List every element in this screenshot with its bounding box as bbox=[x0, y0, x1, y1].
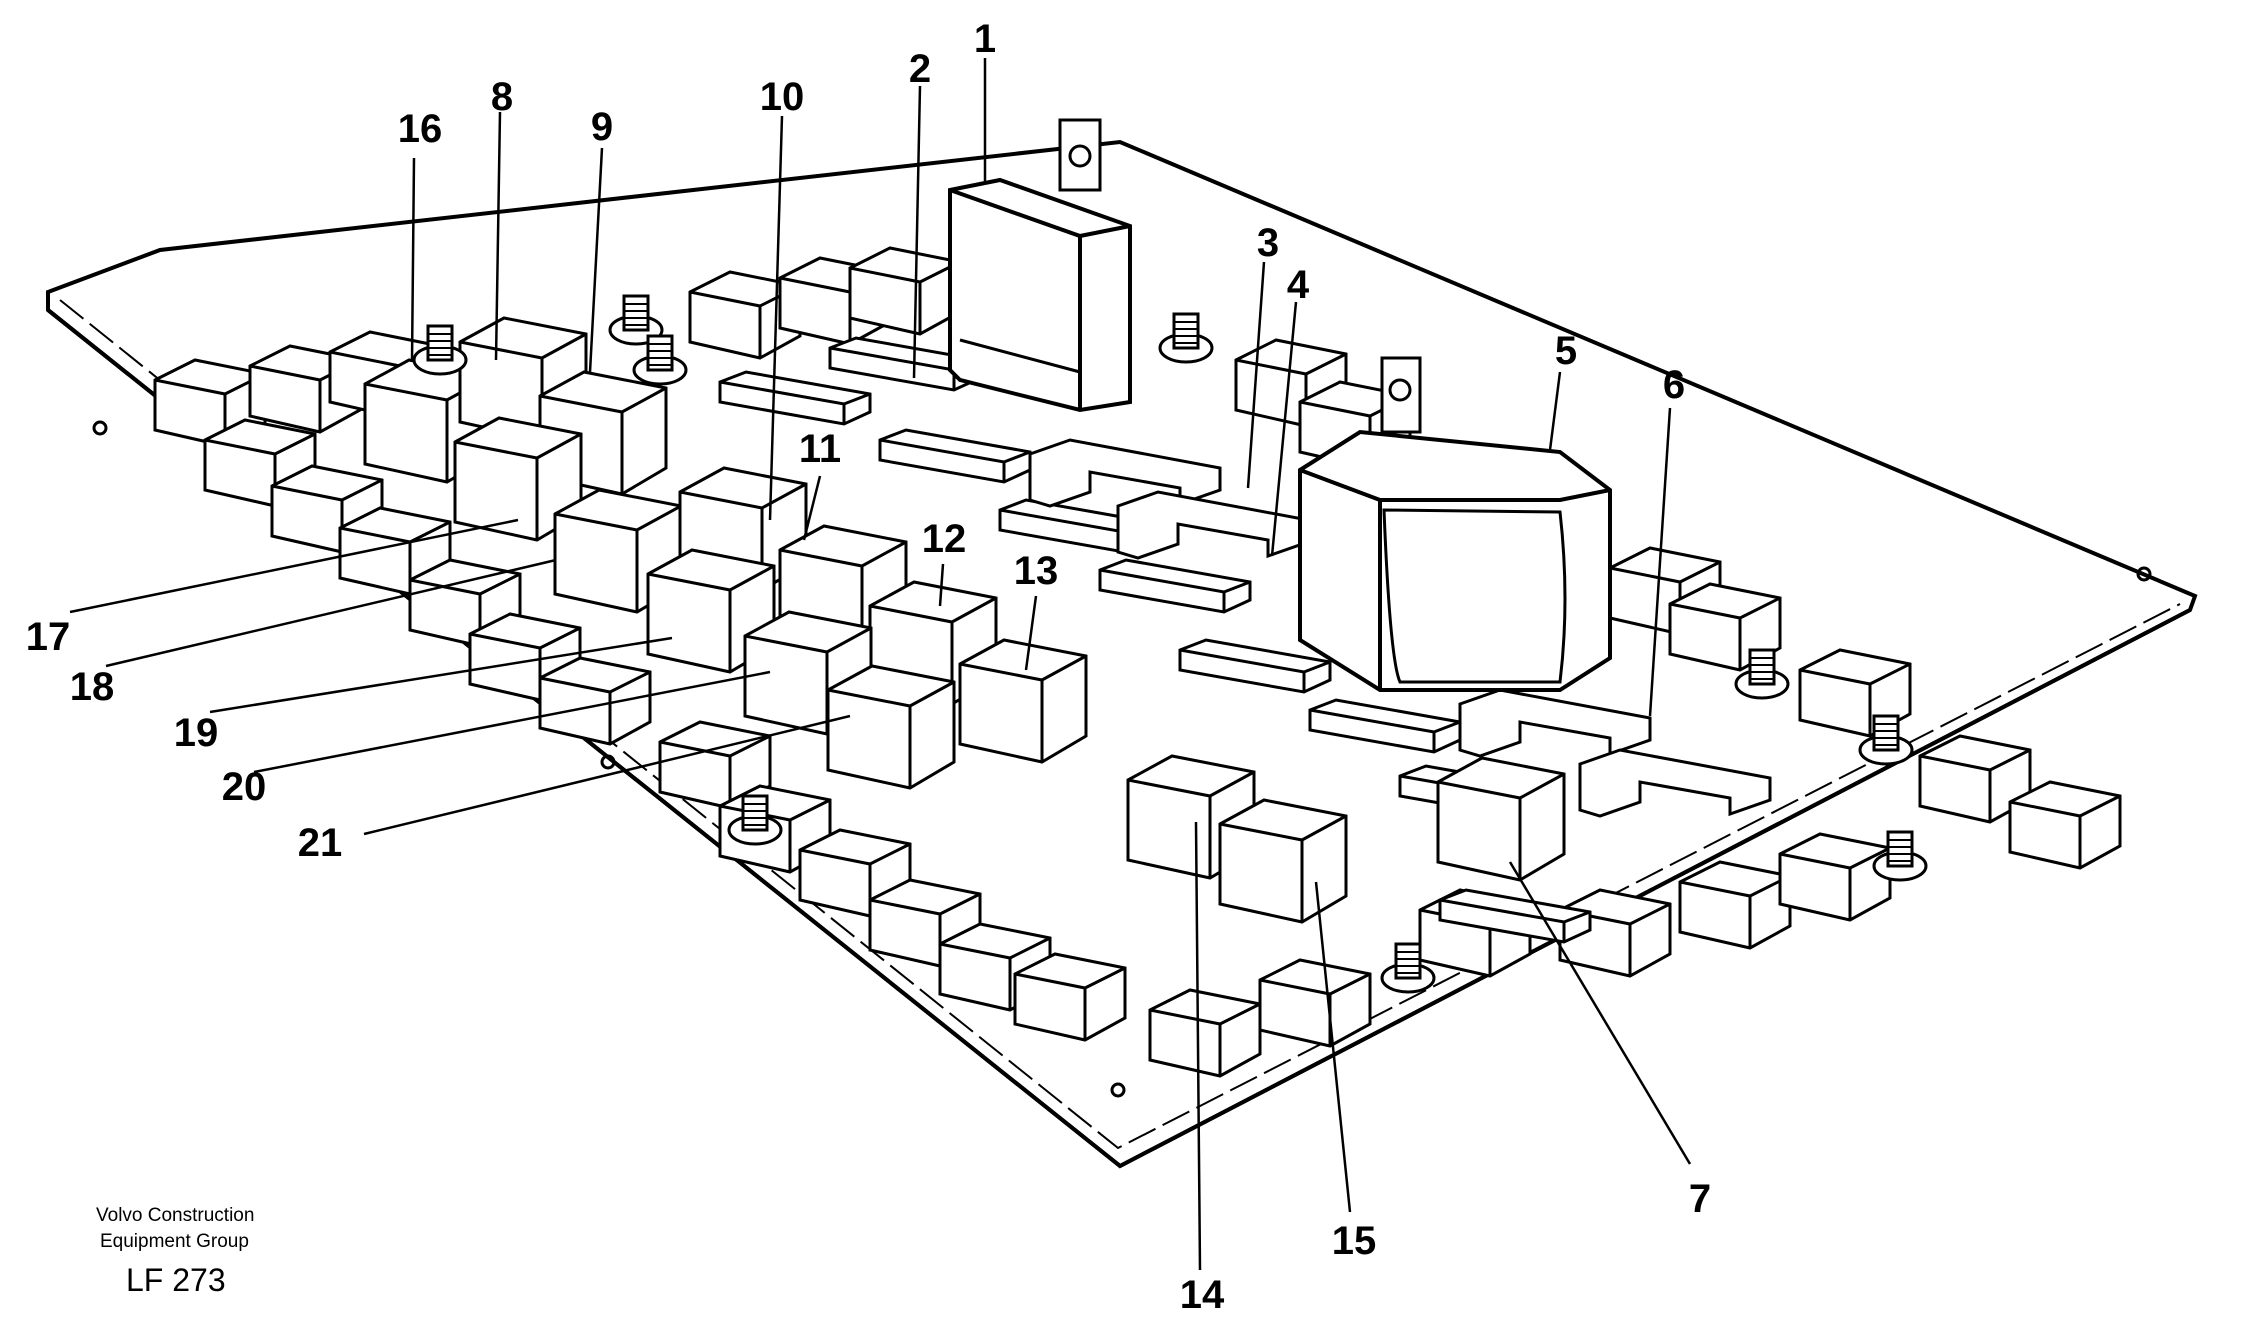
part-label-12: 12 bbox=[922, 517, 967, 561]
part-label-16: 16 bbox=[398, 107, 443, 151]
part-label-7: 7 bbox=[1689, 1177, 1711, 1221]
part-label-17: 17 bbox=[26, 615, 71, 659]
part-label-15: 15 bbox=[1332, 1219, 1377, 1263]
part-label-13: 13 bbox=[1014, 549, 1059, 593]
leader-lines bbox=[69, 58, 1692, 1271]
part-label-19: 19 bbox=[174, 711, 219, 755]
part-label-3: 3 bbox=[1257, 221, 1279, 265]
part-label-18: 18 bbox=[70, 665, 115, 709]
part-label-2: 2 bbox=[909, 47, 931, 91]
part-label-8: 8 bbox=[491, 75, 513, 119]
company-name-line2: Equipment Group bbox=[100, 1231, 249, 1252]
part-label-5: 5 bbox=[1555, 329, 1577, 373]
part-number-labels: 1 2 3 4 5 6 7 8 9 10 11 12 13 14 15 16 1… bbox=[26, 17, 1711, 1317]
part-label-11: 11 bbox=[799, 427, 841, 471]
large-relay-1 bbox=[948, 118, 1132, 413]
part-label-4: 4 bbox=[1287, 263, 1310, 307]
company-name-line1: Volvo Construction bbox=[96, 1205, 255, 1226]
part-label-20: 20 bbox=[222, 765, 267, 809]
part-label-6: 6 bbox=[1663, 363, 1685, 407]
part-label-9: 9 bbox=[591, 105, 613, 149]
large-relay-5 bbox=[1298, 356, 1612, 692]
figure-code: LF 273 bbox=[126, 1262, 226, 1298]
part-label-14: 14 bbox=[1180, 1273, 1225, 1317]
part-label-1: 1 bbox=[974, 17, 996, 61]
part-label-21: 21 bbox=[298, 821, 343, 865]
part-label-10: 10 bbox=[760, 75, 805, 119]
